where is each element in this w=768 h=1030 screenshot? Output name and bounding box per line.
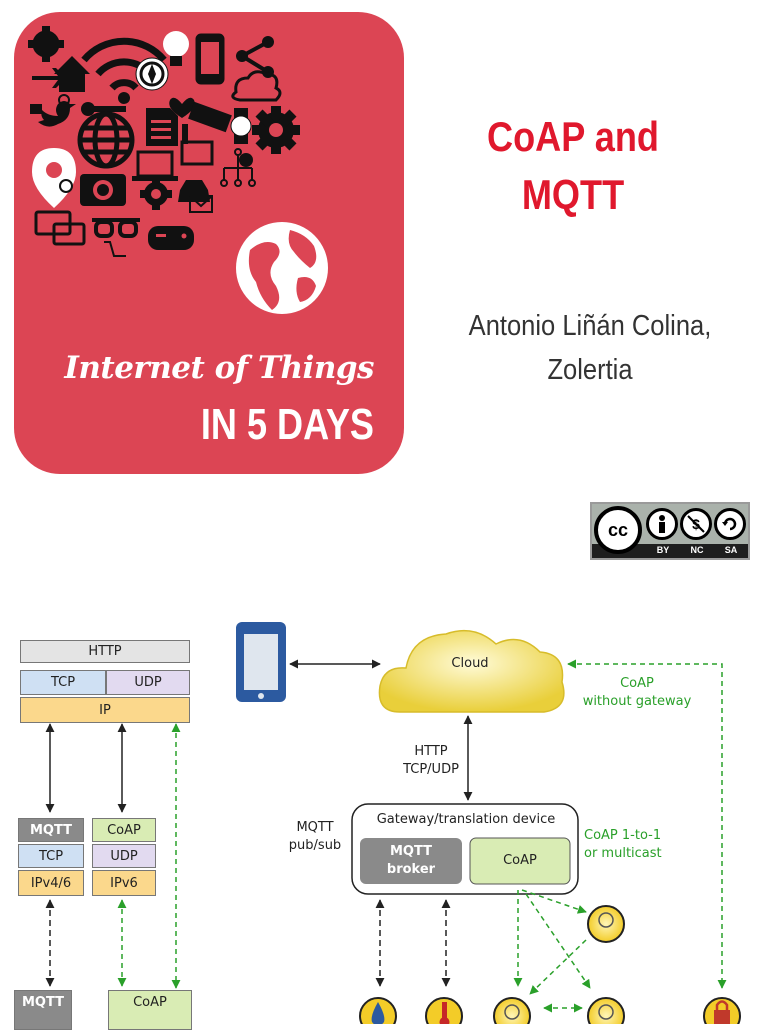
compass-icon [135, 57, 169, 91]
by-label: BY [656, 545, 670, 555]
coap-stack-app: CoAP [92, 818, 156, 842]
gateway-coap-box [469, 837, 571, 885]
lightbulb-icon [163, 31, 189, 66]
globe-icon [77, 111, 135, 169]
title-line-1: CoAP and [487, 113, 659, 160]
coap-multicast-label-2: or multicast [584, 846, 662, 861]
author-line-2: Zolertia [547, 354, 633, 386]
gamepad-icon [148, 226, 194, 250]
book-cover: Internet of Things IN 5 DAYS [14, 12, 404, 474]
smartphone-icon [195, 33, 225, 85]
author-line-1: Antonio Liñán Colina, [468, 310, 712, 342]
lightbulb-icon [587, 905, 625, 943]
settings-gear-icon [252, 106, 300, 154]
gateway-coap-label: CoAP [503, 853, 537, 868]
twitter-icon [38, 101, 76, 127]
coap-mqtt-diagram: HTTP TCP UDP IP MQTT TCP IPv4/6 CoAP UDP… [0, 590, 768, 1030]
gateway-title: Gateway/translation device [376, 812, 556, 827]
watch-icon [230, 108, 252, 144]
lightbulb-icon [493, 997, 531, 1024]
series-subtitle: IN 5 DAYS [200, 400, 374, 449]
mqtt-pubsub-label-2: pub/sub [288, 838, 342, 853]
camera-icon [80, 174, 126, 206]
stack-udp: UDP [106, 670, 190, 695]
network-icon [220, 148, 256, 187]
cloud-label: Cloud [451, 656, 489, 671]
cc-license-badge: cc $ BY NC SA [590, 502, 750, 560]
noncommercial-icon: $ [680, 508, 712, 540]
document-icon [146, 108, 178, 146]
earth-globe-icon [236, 222, 328, 314]
title-line-2: MQTT [521, 171, 625, 218]
smart-lock-icon [703, 997, 741, 1024]
coap-node-box: CoAP [108, 990, 192, 1030]
coap-stack-transport: UDP [92, 844, 156, 868]
cloud-shape [378, 629, 565, 713]
mqtt-stack-app: MQTT [18, 818, 84, 842]
briefcase-icon [180, 140, 214, 166]
sharealike-icon [714, 508, 746, 540]
heart-icon [169, 97, 195, 118]
document-author: Antonio Liñán Colina, Zolertia [440, 304, 739, 392]
link-tcpudp-label: TCP/UDP [403, 762, 459, 777]
cart-icon [104, 241, 126, 257]
mqtt-node-box: MQTT [14, 990, 72, 1030]
mqtt-stack-transport: TCP [18, 844, 84, 868]
lock-icon [30, 104, 42, 114]
gear-icon [28, 26, 64, 62]
coin-icon [59, 179, 73, 193]
water-sensor-icon [359, 997, 397, 1024]
key-icon [92, 106, 126, 112]
laptop-icon [132, 150, 178, 181]
cloud-icon [231, 70, 282, 102]
small-gear-icon [239, 153, 253, 167]
broker-label-2: broker [386, 862, 436, 877]
document-title: CoAP and MQTT [459, 108, 688, 224]
diagram-graphics [45, 622, 741, 1024]
nc-label: NC [690, 545, 704, 555]
by-attribution-icon [646, 508, 678, 540]
broker-label-1: MQTT [389, 844, 433, 859]
cog-icon [140, 178, 172, 210]
coap-multicast-label-1: CoAP 1-to-1 [584, 828, 662, 843]
sa-label: SA [724, 545, 738, 555]
link-http-label: HTTP [414, 744, 448, 759]
iot-icon-collage [28, 26, 328, 314]
mqtt-stack-network: IPv4/6 [18, 870, 84, 896]
coap-no-gateway-label-1: CoAP [620, 676, 654, 691]
security-camera-icon [182, 101, 232, 144]
chat-icon [34, 210, 86, 246]
smartphone-icon [236, 622, 286, 702]
house-icon [54, 56, 90, 92]
coap-no-gateway-label-2: without gateway [582, 694, 692, 709]
mqtt-pubsub-label-1: MQTT [296, 820, 334, 835]
broker-box [360, 838, 462, 884]
location-pin-icon [32, 148, 76, 208]
temperature-sensor-icon [425, 997, 463, 1024]
cc-icon: cc [594, 506, 642, 554]
series-title: Internet of Things [64, 350, 374, 386]
stack-http: HTTP [20, 640, 190, 663]
stack-tcp: TCP [20, 670, 106, 695]
lightbulb-icon [587, 997, 625, 1024]
stack-ip: IP [20, 697, 190, 723]
envelope-icon [189, 195, 213, 213]
coap-stack-network: IPv6 [92, 870, 156, 896]
glasses-icon [92, 218, 140, 238]
